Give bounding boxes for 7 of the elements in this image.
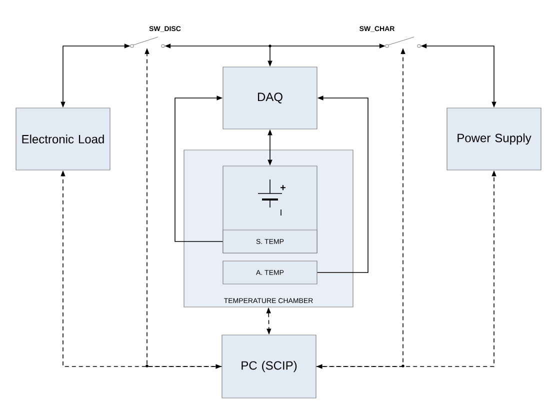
arrow	[174, 96, 224, 242]
supply-box: Power Supply	[446, 108, 542, 170]
load-box: Electronic Load	[16, 108, 110, 170]
daq-box: DAQ	[222, 66, 318, 130]
polarity-sign: +	[280, 185, 286, 190]
pc-box: PC (SCIP)	[222, 334, 316, 398]
arrow	[316, 96, 368, 273]
